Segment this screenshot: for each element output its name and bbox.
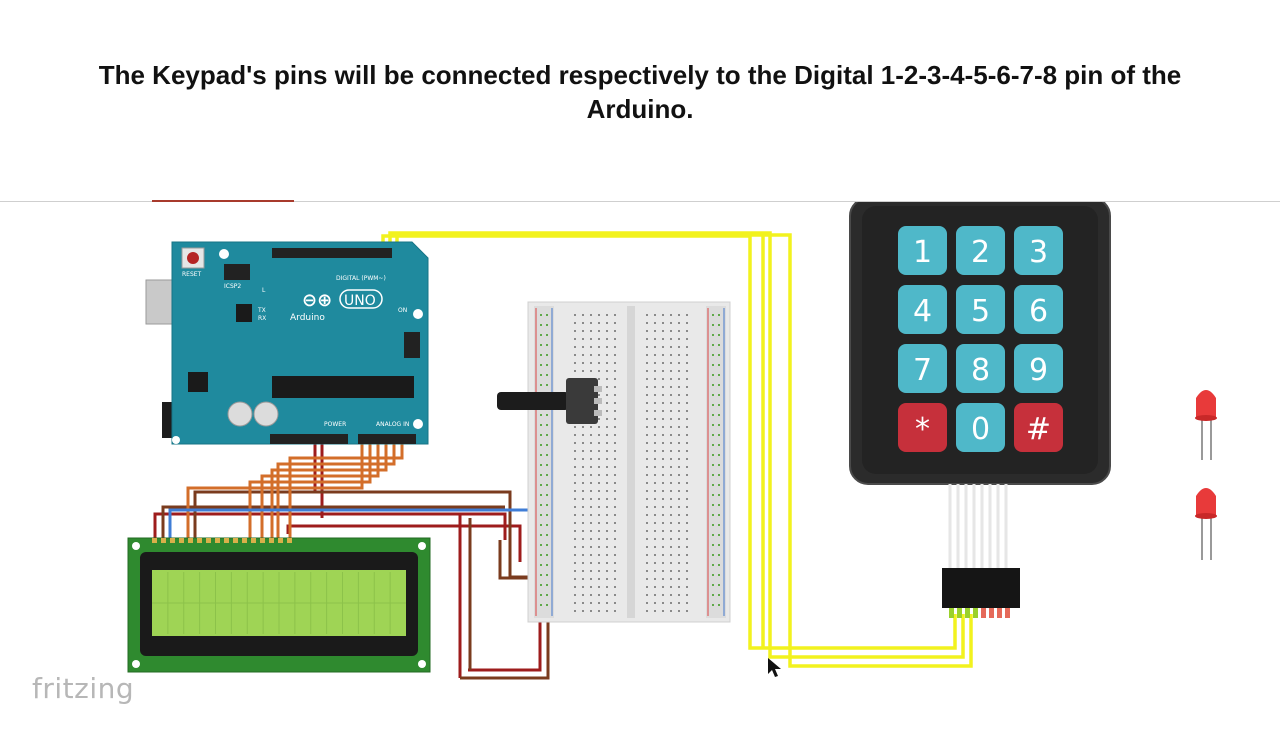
red-led-2 bbox=[1195, 488, 1217, 560]
analog-header bbox=[358, 434, 416, 444]
fritzing-logo: fritzing bbox=[32, 672, 135, 705]
yellow-wires bbox=[381, 231, 973, 668]
keypad-key: # bbox=[1014, 403, 1063, 452]
atmega-chip bbox=[272, 376, 414, 398]
reset-label: RESET bbox=[182, 271, 202, 278]
keypad-key: 5 bbox=[956, 285, 1005, 334]
keypad-key: 9 bbox=[1014, 344, 1063, 393]
keypad-key-label: 2 bbox=[971, 235, 990, 270]
keypad-key-label: 7 bbox=[913, 353, 932, 388]
breadboard-holes bbox=[540, 314, 720, 612]
caption-line-2: Arduino. bbox=[586, 94, 694, 124]
mount-hole-3 bbox=[413, 419, 423, 429]
keypad-key-label: 0 bbox=[971, 412, 990, 447]
breadboard bbox=[527, 301, 731, 623]
keypad-key: 1 bbox=[898, 226, 947, 275]
keypad-keys: 1 2 3 4 5 6 7 8 9 * 0 # bbox=[898, 226, 1063, 452]
usb-chip bbox=[236, 304, 252, 322]
mount-hole-2 bbox=[413, 309, 423, 319]
capacitor-1 bbox=[227, 401, 253, 427]
circuit-diagram: ⊖⊕ UNO Arduino RESET ICSP2 DIGITAL (PWM~… bbox=[127, 202, 1217, 680]
top-accent-mark bbox=[152, 200, 294, 202]
keypad-key: 2 bbox=[956, 226, 1005, 275]
tx-label: TX bbox=[257, 307, 266, 314]
keypad-key-label: 6 bbox=[1029, 294, 1048, 329]
lcd-pin-header bbox=[152, 538, 292, 543]
arduino-brand: Arduino bbox=[290, 313, 325, 323]
on-label: ON bbox=[398, 307, 407, 314]
caption-line-1: The Keypad's pins will be connected resp… bbox=[98, 60, 1182, 90]
potentiometer-shaft bbox=[497, 392, 569, 410]
l-led-label: L bbox=[262, 287, 266, 294]
instruction-caption: The Keypad's pins will be connected resp… bbox=[0, 58, 1280, 126]
keypad-key: 0 bbox=[956, 403, 1005, 452]
icsp2-header bbox=[224, 264, 250, 280]
keypad-key-label: # bbox=[1026, 412, 1051, 447]
mount-hole-4 bbox=[172, 436, 180, 444]
keypad-4x3: 1 2 3 4 5 6 7 8 9 * 0 # bbox=[849, 202, 1111, 618]
keypad-key-label: 4 bbox=[913, 294, 932, 329]
keypad-key-label: 8 bbox=[971, 353, 990, 388]
icsp-header bbox=[404, 332, 420, 358]
lcd-character-grid bbox=[152, 572, 406, 634]
digital-header bbox=[272, 248, 392, 258]
keypad-key: 7 bbox=[898, 344, 947, 393]
potentiometer-body bbox=[566, 378, 598, 424]
keypad-key-label: 1 bbox=[913, 235, 932, 270]
lcd-16x2 bbox=[127, 537, 431, 673]
red-led-1 bbox=[1195, 390, 1217, 460]
keypad-key: * bbox=[898, 403, 947, 452]
power-label: POWER bbox=[324, 421, 346, 428]
orange-wires bbox=[186, 444, 404, 540]
keypad-connector bbox=[942, 568, 1020, 608]
arduino-uno-board: ⊖⊕ UNO Arduino RESET ICSP2 DIGITAL (PWM~… bbox=[145, 241, 429, 445]
divider bbox=[0, 201, 1280, 202]
keypad-key-label: 9 bbox=[1029, 353, 1048, 388]
arduino-logo-symbol: ⊖⊕ bbox=[302, 290, 332, 311]
keypad-ribbon-cable bbox=[948, 484, 1008, 570]
capacitor-2 bbox=[253, 401, 279, 427]
analog-label: ANALOG IN bbox=[376, 421, 409, 428]
icsp2-label: ICSP2 bbox=[224, 283, 241, 290]
reset-button-cap bbox=[187, 252, 199, 264]
keypad-connector-pins bbox=[949, 608, 1010, 618]
keypad-key-label: 3 bbox=[1029, 235, 1048, 270]
regulator bbox=[188, 372, 208, 392]
keypad-key: 8 bbox=[956, 344, 1005, 393]
keypad-key: 4 bbox=[898, 285, 947, 334]
keypad-key: 6 bbox=[1014, 285, 1063, 334]
digital-label: DIGITAL (PWM~) bbox=[336, 275, 386, 282]
power-header bbox=[270, 434, 348, 444]
arduino-model: UNO bbox=[344, 293, 376, 309]
rx-label: RX bbox=[258, 315, 266, 322]
mouse-cursor-icon bbox=[768, 658, 781, 677]
mount-hole-1 bbox=[219, 249, 229, 259]
potentiometer bbox=[497, 378, 602, 424]
keypad-key-label: * bbox=[915, 412, 930, 447]
keypad-key-label: 5 bbox=[971, 294, 990, 329]
keypad-key: 3 bbox=[1014, 226, 1063, 275]
